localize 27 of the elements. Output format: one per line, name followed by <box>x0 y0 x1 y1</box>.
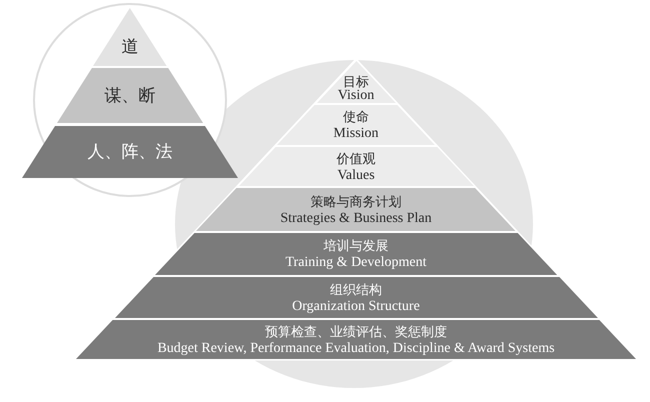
tier-label: 人、阵、法 <box>88 142 172 162</box>
tier-label: 预算检查、业绩评估、奖惩制度 <box>265 322 447 340</box>
tier-label: 策略与商务计划 <box>310 192 402 210</box>
tier-label: 价值观 <box>336 150 376 166</box>
tier-label: Vision <box>338 89 374 103</box>
tier-label: 培训与发展 <box>323 237 388 254</box>
pyramid-tier <box>196 188 516 231</box>
tier-label: 目标 <box>342 75 369 89</box>
pyramid-tier <box>238 147 474 186</box>
pyramid-tier <box>56 68 204 123</box>
tier-label: Budget Review, Performance Evaluation, Discipline & Award Systems <box>157 340 555 356</box>
pyramid-tier <box>316 61 396 103</box>
pyramid-tier <box>277 105 435 145</box>
tier-label: 组织结构 <box>330 280 382 298</box>
pyramid-tier <box>114 277 598 318</box>
pyramid-tier <box>22 126 238 178</box>
pyramid-tier <box>154 233 558 275</box>
pyramid-tier <box>93 8 167 66</box>
tier-label: 谋、断 <box>104 86 156 106</box>
pyramid-tier <box>76 320 636 359</box>
tier-label: Values <box>337 166 375 184</box>
tier-label: 道 <box>121 36 138 56</box>
tier-label: Mission <box>333 125 379 142</box>
tier-label: 使命 <box>342 108 369 125</box>
tier-label: Training & Development <box>285 254 426 271</box>
tier-label: Strategies & Business Plan <box>280 210 432 226</box>
tier-label: Organization Structure <box>292 298 420 314</box>
